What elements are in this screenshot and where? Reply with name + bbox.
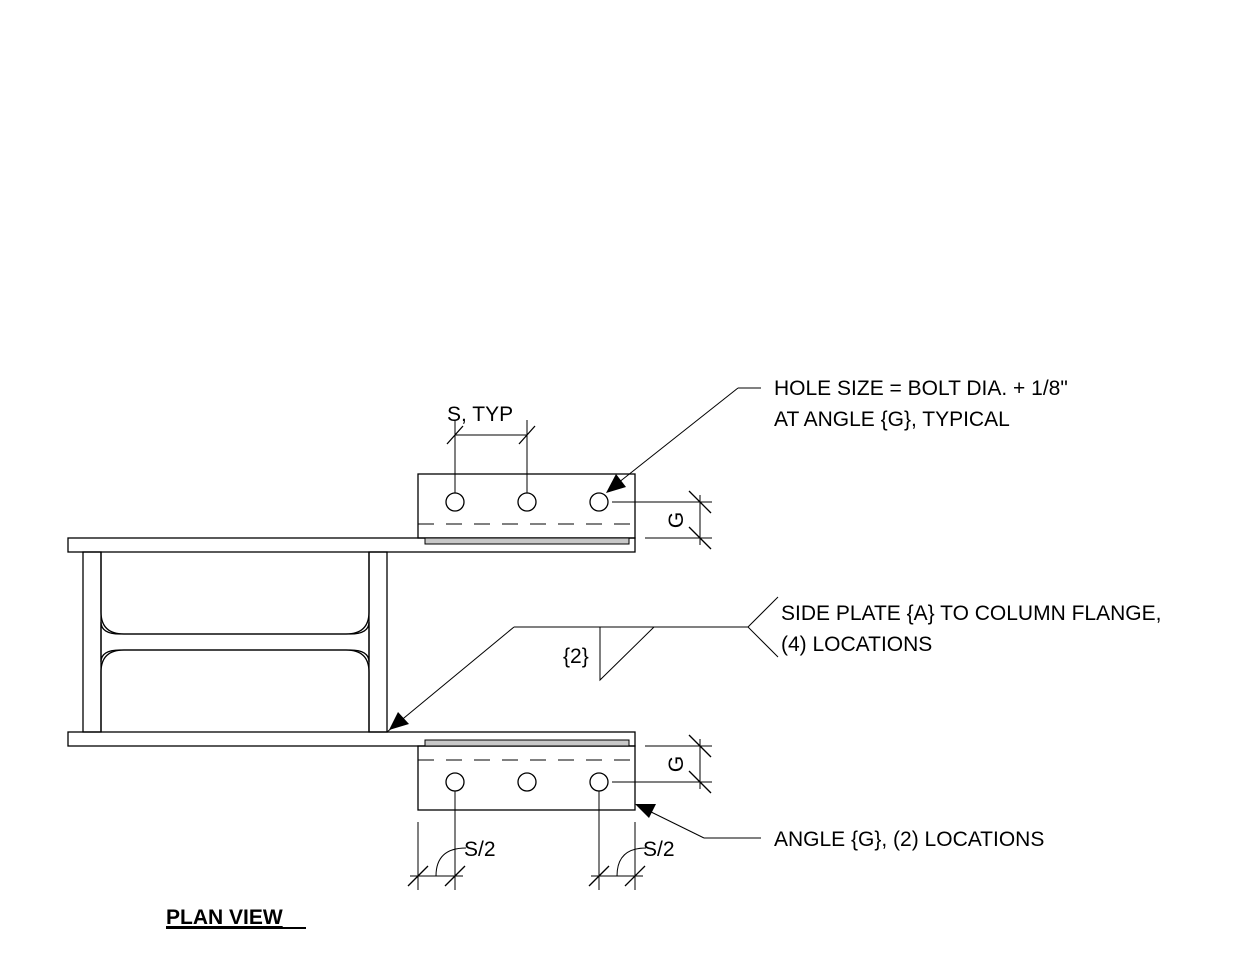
top-gage-dimension: G: [612, 490, 712, 550]
gage-label-top: G: [665, 512, 688, 528]
half-spacing-left-dimension: S/2: [407, 791, 496, 890]
gage-label-bottom: G: [665, 756, 688, 772]
spacing-label: S, TYP: [447, 403, 513, 426]
column-web: [100, 621, 370, 663]
bolt-hole: [445, 492, 465, 512]
bolt-hole: [517, 772, 537, 792]
bolt-hole: [445, 772, 465, 792]
bottom-angle: [417, 739, 636, 811]
side-plate-note-line1: SIDE PLATE {A} TO COLUMN FLANGE,: [781, 602, 1161, 625]
hole-size-note-line2: AT ANGLE {G}, TYPICAL: [774, 408, 1010, 431]
hole-size-note-line1: HOLE SIZE = BOLT DIA. + 1/8": [774, 377, 1068, 400]
top-side-plate: [67, 537, 636, 553]
top-angle-shim: [424, 537, 630, 545]
angle-callout: ANGLE {G}, (2) LOCATIONS: [635, 804, 1044, 851]
half-spacing-right-label: S/2: [643, 838, 675, 861]
side-plate-note-line2: (4) LOCATIONS: [781, 633, 932, 656]
half-spacing-left-label: S/2: [464, 838, 496, 861]
view-title: PLAN VIEW: [166, 906, 306, 929]
bolt-hole: [589, 492, 609, 512]
angle-note: ANGLE {G}, (2) LOCATIONS: [774, 828, 1044, 851]
weld-arrowhead: [389, 712, 409, 730]
column-lower-void: [100, 649, 370, 732]
weld-callout: {2} SIDE PLATE {A} TO COLUMN FLANGE, (4)…: [386, 596, 1161, 733]
column-right-flange: [368, 551, 388, 733]
leader-arrowhead: [606, 474, 626, 493]
hole-size-callout: HOLE SIZE = BOLT DIA. + 1/8" AT ANGLE {G…: [606, 377, 1068, 493]
spacing-dimension: S, TYP: [446, 403, 536, 493]
column-section: [67, 537, 636, 747]
bolt-hole: [517, 492, 537, 512]
bottom-side-plate: [67, 731, 636, 747]
bolt-hole: [589, 772, 609, 792]
angle-leader-arrowhead: [635, 804, 656, 818]
column-upper-void: [100, 552, 370, 635]
bottom-gage-dimension: G: [612, 734, 712, 794]
column-left-flange: [82, 551, 102, 733]
top-angle: [417, 473, 636, 545]
weld-size-label: {2}: [563, 645, 589, 668]
fillet-weld-symbol: [599, 626, 655, 682]
plan-view-title: PLAN VIEW: [166, 906, 283, 929]
half-spacing-right-dimension: S/2: [588, 791, 675, 890]
bottom-angle-shim: [424, 739, 630, 747]
